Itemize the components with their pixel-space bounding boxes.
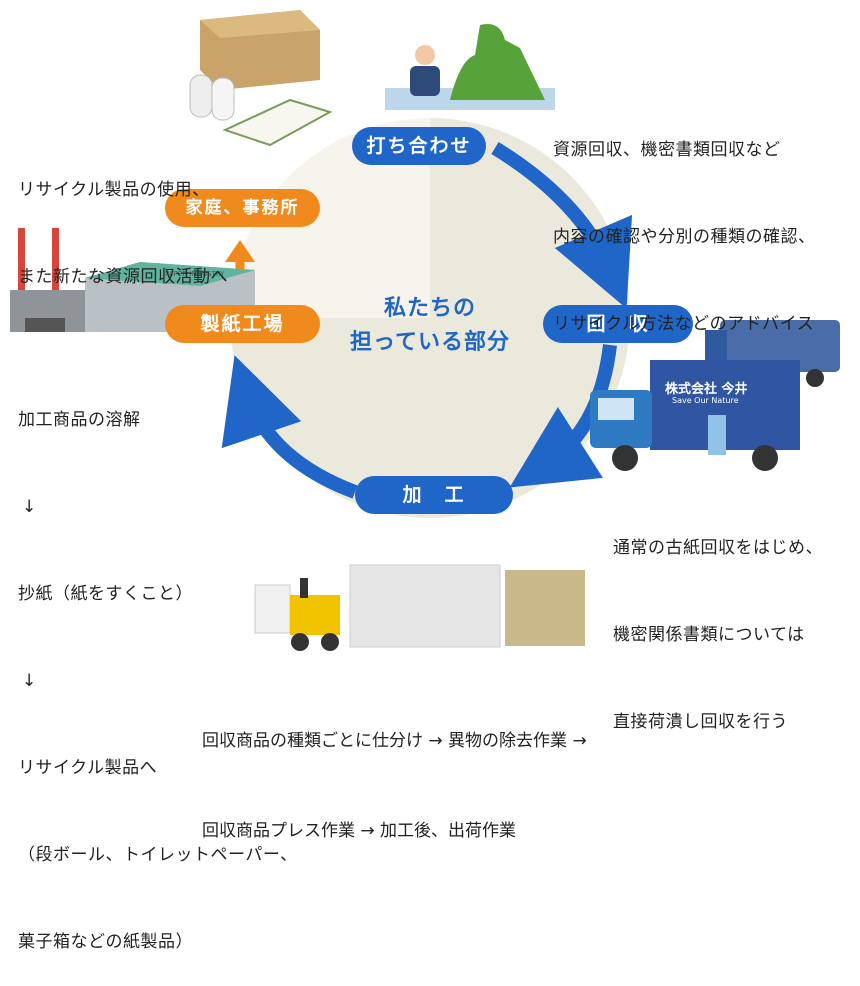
- note-meeting: 資源回収、機密書類回収など 内容の確認や分別の種類の確認、 リサイクル方法などの…: [553, 78, 816, 368]
- products-illustration: [189, 10, 333, 147]
- note-collect-line: 機密関係書類については: [613, 625, 805, 645]
- truck-slogan: Save Our Nature: [672, 396, 739, 405]
- note-mill-line: 加工商品の溶解: [18, 410, 141, 430]
- meeting-illustration: [385, 24, 555, 110]
- truck-company: 株式会社 今井: [665, 382, 748, 397]
- cycle-diagram: [10, 10, 840, 651]
- note-collect-line: 通常の古紙回収をはじめ、: [613, 538, 823, 558]
- note-meeting-line: 資源回収、機密書類回収など: [553, 140, 781, 160]
- step-meeting: 打ち合わせ: [352, 127, 486, 165]
- center-line1: 私たちの: [383, 296, 476, 321]
- step-process: 加 工: [355, 476, 513, 514]
- warehouse-illustration: [254, 564, 585, 651]
- note-home: リサイクル製品の使用、 また新たな資源回収活動へ: [18, 118, 228, 321]
- note-process-line1: 回収商品の種類ごとに仕分け → 異物の除去作業 →: [202, 731, 587, 751]
- step-paper-mill: 製紙工場: [165, 305, 320, 343]
- note-mill-arrow: ↓: [22, 671, 37, 691]
- note-home-line: リサイクル製品の使用、: [18, 180, 210, 200]
- note-collect-line: 直接荷潰し回収を行う: [613, 712, 788, 732]
- note-mill-arrow: ↓: [22, 497, 37, 517]
- note-process: 回収商品の種類ごとに仕分け → 異物の除去作業 → 回収商品プレス作業 → 加工…: [202, 666, 587, 876]
- note-meeting-line: リサイクル方法などのアドバイス: [553, 314, 815, 334]
- note-meeting-line: 内容の確認や分別の種類の確認、: [553, 227, 816, 247]
- circle-quarter: [230, 118, 430, 318]
- arrow-meeting-to-collect: [491, 142, 633, 309]
- note-home-line: また新たな資源回収活動へ: [18, 267, 228, 287]
- step-home-office: 家庭、事務所: [165, 189, 320, 227]
- center-label: 私たちの 担っている部分: [330, 292, 530, 360]
- note-mill-line: 抄紙（紙をすくこと）: [18, 584, 193, 604]
- trucks-illustration: [590, 320, 840, 471]
- factory-sign: PAPER INDUSTRY: [165, 270, 225, 278]
- note-process-line2: 回収商品プレス作業 → 加工後、出荷作業: [202, 821, 517, 841]
- center-line2: 担っている部分: [350, 330, 510, 355]
- step-collect: 回 収: [543, 305, 693, 343]
- note-collect: 通常の古紙回収をはじめ、 機密関係書類については 直接荷潰し回収を行う: [613, 476, 823, 766]
- arrow-process-to-mill: [221, 355, 358, 499]
- arrow-collect-to-process: [509, 344, 617, 488]
- note-mill-line: 菓子箱などの紙製品）: [18, 932, 193, 952]
